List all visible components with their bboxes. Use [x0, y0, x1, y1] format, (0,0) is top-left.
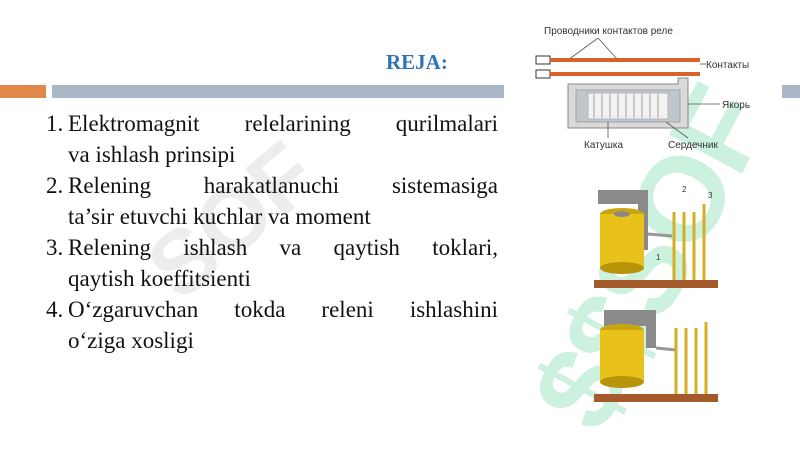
relay-diagram: Проводники контактов реле Контакты Якорь…: [535, 26, 750, 151]
relay-photo-closed: [594, 310, 718, 402]
item-number: 1.: [46, 111, 64, 136]
item-number: 2.: [46, 173, 64, 198]
accent-band-gray: [52, 85, 504, 98]
item-line: Elektromagnit relelarining qurilmalari: [68, 111, 498, 136]
terminal-top: [535, 55, 551, 65]
item-line: Relening ishlash va qaytish toklari,: [68, 235, 498, 260]
accent-band-orange: [0, 85, 46, 98]
list-item: 1. Elektromagnit relelarining qurilmalar…: [46, 108, 498, 170]
item-line: O‘zgaruvchan tokda releni ishlashini: [68, 297, 498, 322]
item-line: va ishlash prinsipi: [68, 142, 236, 167]
relay-coil: [587, 92, 669, 120]
label-core: Сердечник: [668, 140, 718, 151]
plan-list: 1. Elektromagnit relelarining qurilmalar…: [46, 108, 498, 356]
photo-label-2: 2: [682, 185, 687, 194]
photo-label-1: 1: [656, 253, 661, 262]
contact-wires: [567, 37, 619, 61]
photo-label-3: 3: [708, 191, 713, 200]
coil-windings: [593, 94, 659, 118]
slide-title: REJA:: [386, 50, 448, 74]
label-coil: Катушка: [584, 140, 623, 151]
label-contact-wires: Проводники контактов реле: [544, 26, 673, 37]
item-number: 4.: [46, 297, 64, 322]
item-line: ta’sir etuvchi kuchlar va moment: [68, 204, 371, 229]
accent-band-gray-tail: [782, 85, 800, 98]
terminal-bottom: [535, 69, 551, 79]
item-text: Relening ishlash va qaytish toklari, qay…: [68, 232, 498, 294]
item-line: o‘ziga xosligi: [68, 328, 194, 353]
item-line: qaytish koeffitsienti: [68, 266, 251, 291]
list-item: 2. Relening harakatlanuchi sistemasiga t…: [46, 170, 498, 232]
item-text: O‘zgaruvchan tokda releni ishlashini o‘z…: [68, 294, 498, 356]
contact-spring-lower: [550, 72, 700, 76]
contact-spring-upper: [550, 58, 700, 62]
item-text: Elektromagnit relelarining qurilmalari v…: [68, 108, 498, 170]
relay-photo-open: 2 3 1: [594, 185, 718, 288]
relay-photo: 2 3 1: [594, 185, 718, 402]
label-contacts: Контакты: [706, 60, 749, 71]
item-number: 3.: [46, 235, 64, 260]
list-item: 3. Relening ishlash va qaytish toklari, …: [46, 232, 498, 294]
list-item: 4. O‘zgaruvchan tokda releni ishlashini …: [46, 294, 498, 356]
label-armature: Якорь: [722, 100, 750, 111]
item-line: Relening harakatlanuchi sistemasiga: [68, 173, 498, 198]
item-text: Relening harakatlanuchi sistemasiga ta’s…: [68, 170, 498, 232]
